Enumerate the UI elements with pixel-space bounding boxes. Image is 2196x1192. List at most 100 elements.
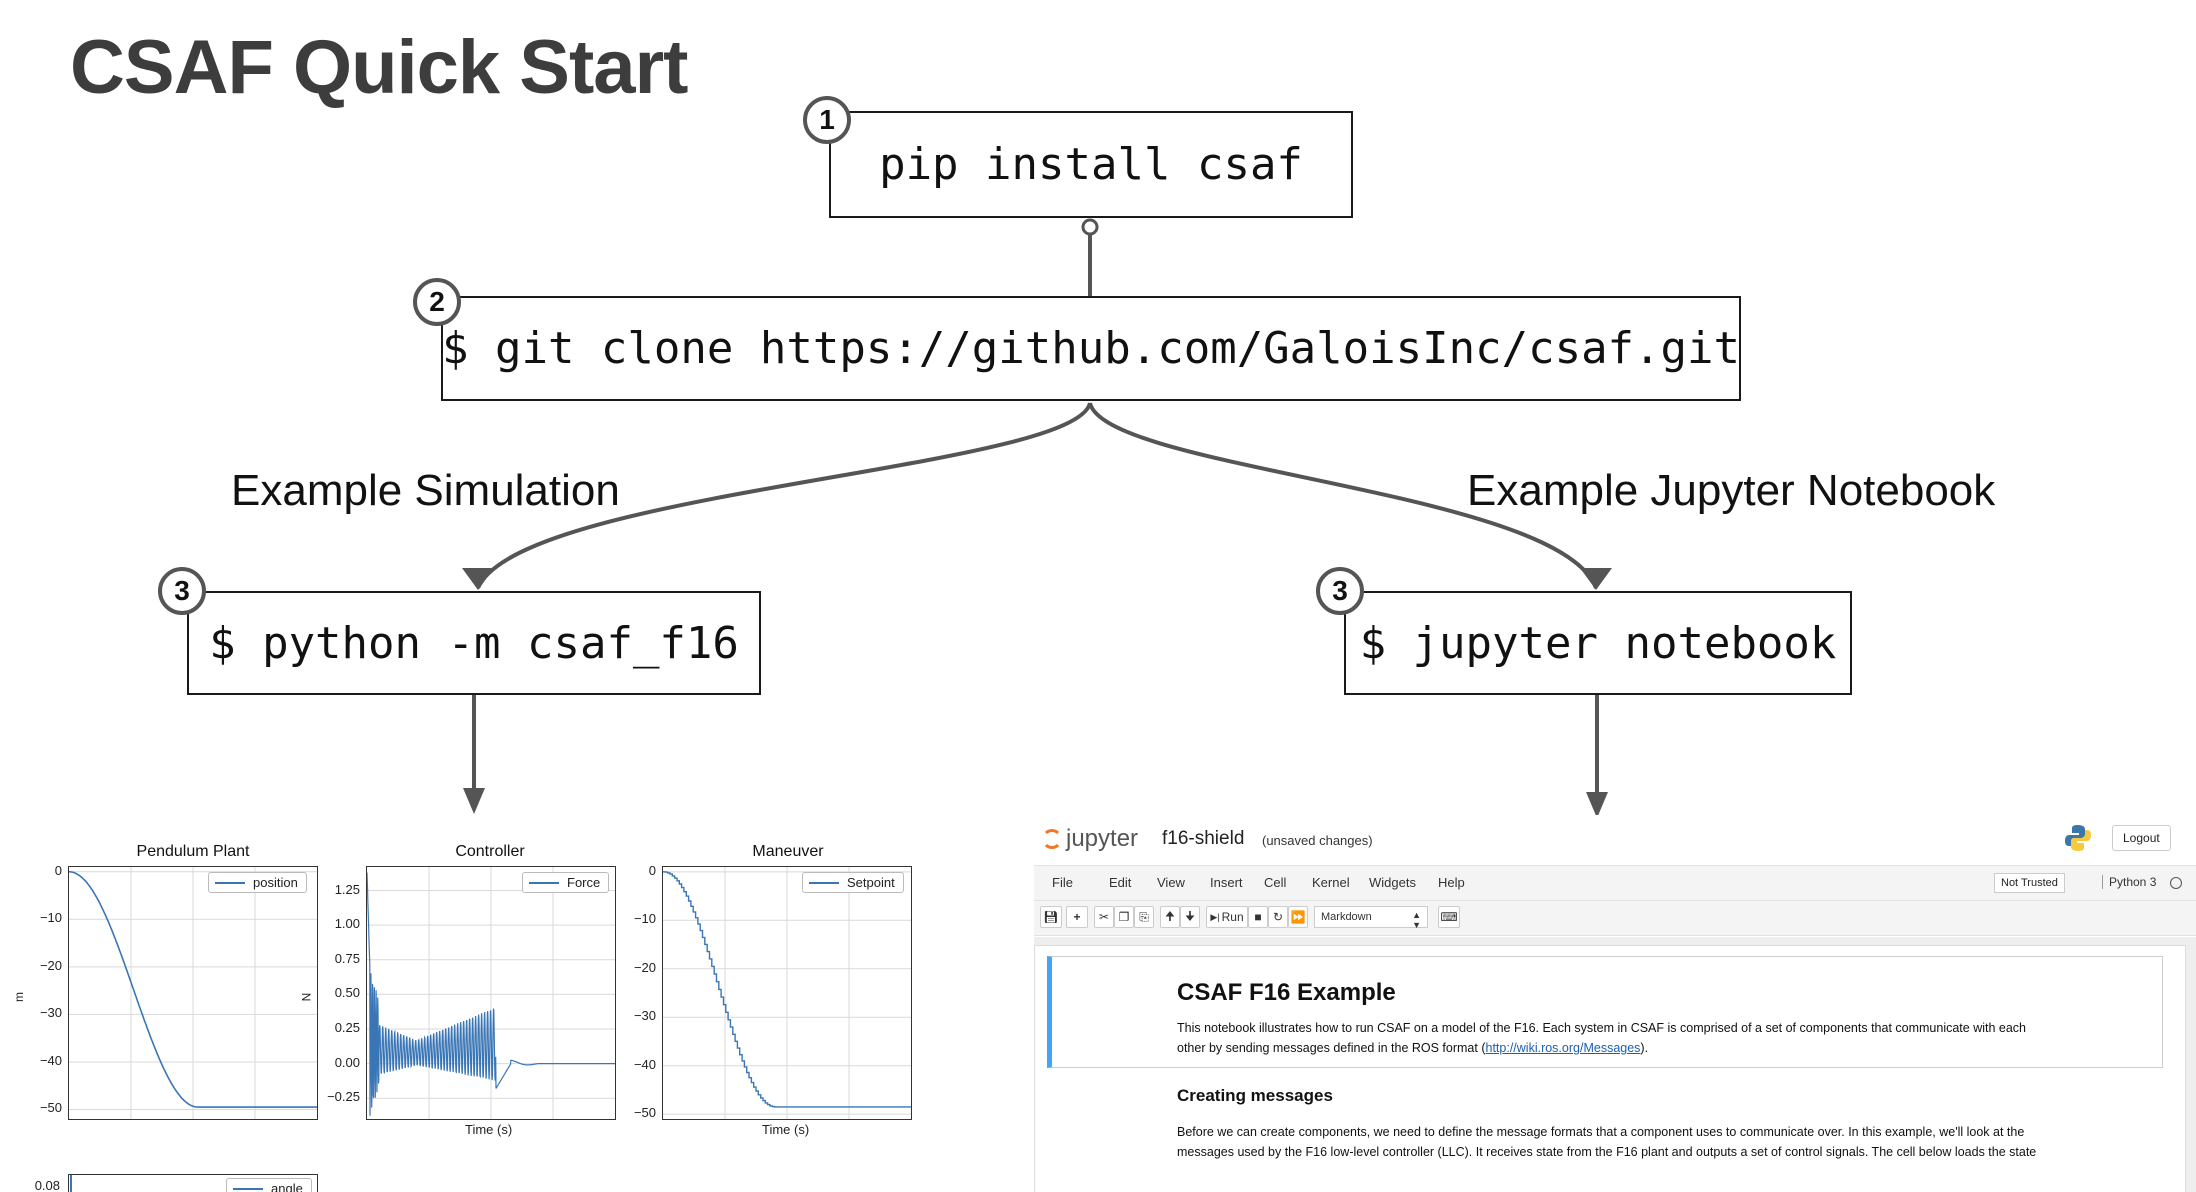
notebook-name[interactable]: f16-shield (1162, 828, 1245, 849)
paste-icon[interactable]: ⎘ (1134, 906, 1154, 928)
page-title: CSAF Quick Start (70, 25, 688, 110)
save-status: (unsaved changes) (1262, 833, 1373, 848)
chart-svg-2 (663, 867, 911, 1119)
step3-simulation-badge: 3 (158, 567, 206, 615)
cell-type-select[interactable]: Markdown ▲▼ (1314, 906, 1428, 930)
notebook-page: CSAF F16 Example This notebook illustrat… (1034, 945, 2186, 1192)
menu-help[interactable]: Help (1438, 875, 1465, 890)
plot-maneuver: Maneuver Setpoint Time (s) 0−10−20−30−40… (600, 840, 930, 1150)
legend-label: Force (567, 875, 601, 890)
plot-area (366, 866, 616, 1120)
plot-area (68, 866, 318, 1120)
y-tick-label: 0.08 (34, 1178, 60, 1192)
y-tick-label: 1.00 (334, 916, 360, 932)
legend-label: angle (271, 1181, 303, 1192)
step2-command: $ git clone https://github.com/GaloisInc… (441, 323, 1741, 374)
jupyter-logo-text: jupyter (1066, 825, 1139, 852)
run-icon: ▶| (1210, 911, 1220, 922)
step3-notebook-badge: 3 (1316, 567, 1364, 615)
series-line-setpoint (663, 871, 911, 1108)
step1-badge: 1 (803, 96, 851, 144)
logout-button[interactable]: Logout (2112, 825, 2171, 851)
menu-insert[interactable]: Insert (1210, 875, 1243, 890)
menu-file[interactable]: File (1052, 875, 1073, 890)
legend-swatch (809, 881, 839, 884)
x-axis-label: Time (s) (465, 1122, 513, 1137)
run-button[interactable]: ▶|Run (1206, 906, 1248, 928)
branch-label-simulation: Example Simulation (231, 466, 620, 515)
jupyter-logo[interactable]: jupyter (1042, 825, 1138, 853)
plot-pendulum-plant: Pendulum Plant position m 0−10−20−30−40−… (0, 840, 330, 1140)
menu-widgets[interactable]: Widgets (1369, 875, 1416, 890)
move-up-icon[interactable]: 🠉 (1160, 906, 1180, 928)
intro-line-2-prefix: other by sending messages defined in the… (1177, 1041, 1486, 1055)
menu-cell[interactable]: Cell (1264, 875, 1287, 890)
kernel-status-icon (2170, 877, 2182, 889)
legend-swatch (233, 1187, 263, 1190)
y-tick-label: 0.25 (334, 1020, 360, 1035)
plot-title: Controller (455, 843, 525, 860)
move-down-icon[interactable]: 🠋 (1180, 906, 1200, 928)
legend-label: position (253, 875, 298, 890)
python-logo-icon (2065, 825, 2091, 851)
arrowhead-plots (463, 788, 485, 814)
kernel-name[interactable]: Python 3 (2102, 875, 2156, 889)
copy-icon[interactable]: ❐ (1114, 906, 1134, 928)
menubar: File Edit View Insert Cell Kernel Widget… (1034, 865, 2196, 901)
markdown-cell[interactable] (1047, 956, 2163, 1068)
notebook-heading: CSAF F16 Example (1177, 979, 1396, 1006)
ros-messages-link[interactable]: http://wiki.ros.org/Messages (1485, 1041, 1641, 1055)
y-axis-label: N (299, 992, 314, 1002)
y-tick-label: −30 (633, 1008, 656, 1024)
fast-forward-icon[interactable]: ⏩ (1288, 906, 1308, 928)
step2-badge: 2 (413, 278, 461, 326)
step3-notebook-command: $ jupyter notebook (1359, 617, 1837, 669)
y-tick-label: −50 (633, 1105, 656, 1121)
save-icon[interactable]: 💾︎ (1040, 906, 1062, 928)
y-tick-label: 0 (648, 862, 656, 878)
keyboard-icon[interactable]: ⌨ (1438, 906, 1460, 928)
connector-to-simulation (476, 402, 1092, 589)
body-line-1: Before we can create components, we need… (1177, 1125, 2025, 1139)
y-tick-label: −10 (39, 910, 62, 926)
add-cell-icon[interactable]: + (1066, 906, 1088, 928)
x-axis-label: Time (s) (762, 1122, 810, 1137)
step3-simulation-box: $ python -m csaf_f16 (187, 591, 761, 695)
jupyter-notebook-screenshot: jupyter f16-shield (unsaved changes) Log… (1030, 815, 2196, 1192)
y-tick-label: −30 (39, 1005, 62, 1021)
body-line-2: messages used by the F16 low-level contr… (1177, 1145, 2037, 1159)
step1-command: pip install csaf (879, 139, 1303, 190)
connector-to-notebook (1088, 402, 1598, 589)
legend: Force (522, 872, 610, 893)
not-trusted-button[interactable]: Not Trusted (1994, 873, 2065, 893)
run-label: Run (1221, 910, 1244, 924)
connector-start-dot (1081, 218, 1099, 236)
step1-command-box: pip install csaf (829, 111, 1353, 218)
menu-kernel[interactable]: Kernel (1312, 875, 1350, 890)
series-line-position (69, 871, 317, 1108)
menu-view[interactable]: View (1157, 875, 1185, 890)
y-tick-label: −10 (633, 911, 656, 927)
legend-swatch (215, 881, 245, 884)
plot-angle: angle 0.08 (0, 1170, 330, 1192)
y-tick-label: −20 (633, 959, 656, 975)
legend-swatch (529, 881, 559, 884)
legend: Setpoint (802, 872, 904, 893)
legend-label: Setpoint (847, 875, 895, 890)
arrowhead-jupyter (1586, 792, 1608, 818)
stop-icon[interactable]: ■ (1248, 906, 1268, 928)
restart-icon[interactable]: ↻ (1268, 906, 1288, 928)
arrowhead-notebook (1580, 568, 1612, 590)
intro-line-1: This notebook illustrates how to run CSA… (1177, 1021, 2027, 1035)
y-tick-label: 0.50 (334, 985, 360, 1001)
y-tick-label: 1.25 (334, 881, 360, 897)
y-tick-label: −40 (39, 1052, 62, 1068)
plot-title: Pendulum Plant (136, 843, 250, 860)
menu-edit[interactable]: Edit (1109, 875, 1132, 890)
select-caret-icon: ▲▼ (1412, 910, 1421, 930)
series-line-force (367, 872, 615, 1116)
cut-icon[interactable]: ✂ (1094, 906, 1114, 928)
jupyter-orbit-icon (1042, 829, 1062, 849)
y-tick-label: −50 (39, 1100, 62, 1116)
